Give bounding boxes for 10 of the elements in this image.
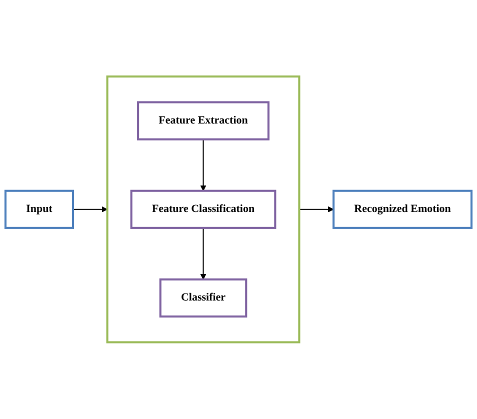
arrow (299, 206, 334, 213)
node-box: Feature Extraction (137, 101, 270, 140)
arrow (200, 139, 206, 192)
node-box: Recognized Emotion (332, 190, 473, 230)
arrow (72, 206, 108, 213)
node-box: Classifier (159, 278, 248, 318)
node-box: Input (4, 190, 74, 230)
cluster (106, 76, 300, 344)
arrow (200, 228, 206, 280)
node-box: Feature Classification (130, 190, 276, 230)
